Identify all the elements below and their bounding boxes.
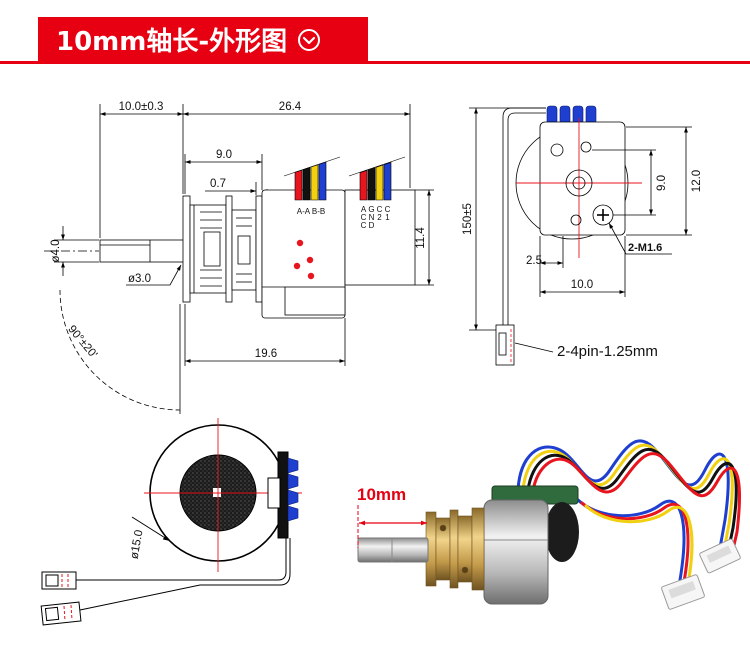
wire-label-c2-2: 2 [377,213,382,222]
connector-end-view [495,324,515,366]
photo-gearbox [425,507,485,591]
red-marker-dots [293,239,315,280]
lead-wire [502,107,546,326]
photo-connector-1 [699,538,741,574]
wire-label-acc-1: A [361,205,367,214]
lead-angle-arc [59,289,181,411]
gearbox [182,195,263,303]
wire-red-right [359,169,368,201]
output-hole [565,169,593,197]
dim-gearbox-length: 9.0 [216,149,232,161]
photo-shaft-label: 10mm [357,485,406,504]
rear-pcb [267,451,299,539]
screw-spec-leader [608,222,672,255]
end-view: 150±5 2-4pin-1.25mm [462,105,703,366]
rear-center-mark [213,488,221,497]
output-shaft [99,239,185,263]
wire-label-left: A-A B-B [297,207,325,216]
photo-rear-knob [545,502,579,562]
wire-label-acc-2: C [361,213,367,222]
wire-label-c1-1: C [385,205,391,214]
dim-overall-length: 26.4 [279,101,302,113]
dim-plate-width: 10.0 [571,279,593,291]
wire-black-left [302,166,311,201]
wire-black-right [367,167,376,201]
wire-label-c2-1: C [377,205,383,214]
rear-terminals [287,457,299,522]
wire-label-gnd-1: G [368,205,374,214]
dim-shaft-length: 10.0±0.3 [119,101,164,113]
dim-connector-spec: 2-4pin-1.25mm [557,343,658,360]
dim-outer-diameter: ø15.0 [129,529,146,560]
rear-connector-1 [41,571,77,590]
wire-label-c1-2: 1 [385,213,390,222]
header-rule [0,61,750,64]
dim-lead-length: 150±5 [462,203,474,235]
wire-label-acc-3: C [361,221,367,230]
product-photo: 10mm [357,439,741,610]
wire-group-left [283,156,341,201]
motor-body-side [261,189,416,319]
dim-plate-height: 12.0 [691,170,703,192]
photo-wires [516,439,741,586]
dim-lead-angle: 90°±20' [65,323,99,360]
dim-body-length: 19.6 [255,348,277,360]
wire-break-line-left [283,156,341,177]
top-terminals [546,105,597,125]
wire-red-left [294,169,303,201]
connector-leader [514,342,554,353]
dim-offset: 2.5 [526,255,542,267]
dim-screw-spec: 2-M1.6 [628,242,662,254]
side-view: 10.0±0.3 26.4 9.0 0.7 19.6 11.4 ø4.0 ø3.… [44,101,434,414]
circle-chevron-down-icon [297,28,321,52]
dim-plate-gap: 0.7 [210,178,226,190]
wire-blue-right [383,161,392,201]
gear-teeth [193,205,252,293]
wire-yellow-right [375,164,384,201]
plate-holes [550,141,593,226]
dim-leader-outer-diameter [131,516,171,542]
dim-leader-flat-diameter [126,264,182,286]
wire-labels-right: A C C G N D C 2 C 1 [361,205,391,230]
dim-body-height: 11.4 [415,227,427,249]
wire-break-line-right [348,156,406,177]
end-view-crosshair [516,118,642,258]
wire-label-gnd-3: D [369,221,375,230]
wire-group-right [348,156,406,201]
photo-shaft [357,537,429,563]
dim-hole-spacing: 9.0 [656,175,668,191]
rear-wires [76,538,291,611]
header-banner: 10mm轴长-外形图 [38,17,368,62]
rear-view: ø15.0 [40,418,302,626]
wire-yellow-left [310,164,319,201]
page-title: 10mm轴长-外形图 [56,27,288,57]
wire-blue-left [318,161,327,201]
rear-connector-2 [40,601,82,626]
photo-motor-can [483,499,549,605]
wire-label-gnd-2: N [369,213,375,222]
dim-flat-diameter: ø3.0 [128,273,151,285]
photo-connector-2 [661,574,705,610]
